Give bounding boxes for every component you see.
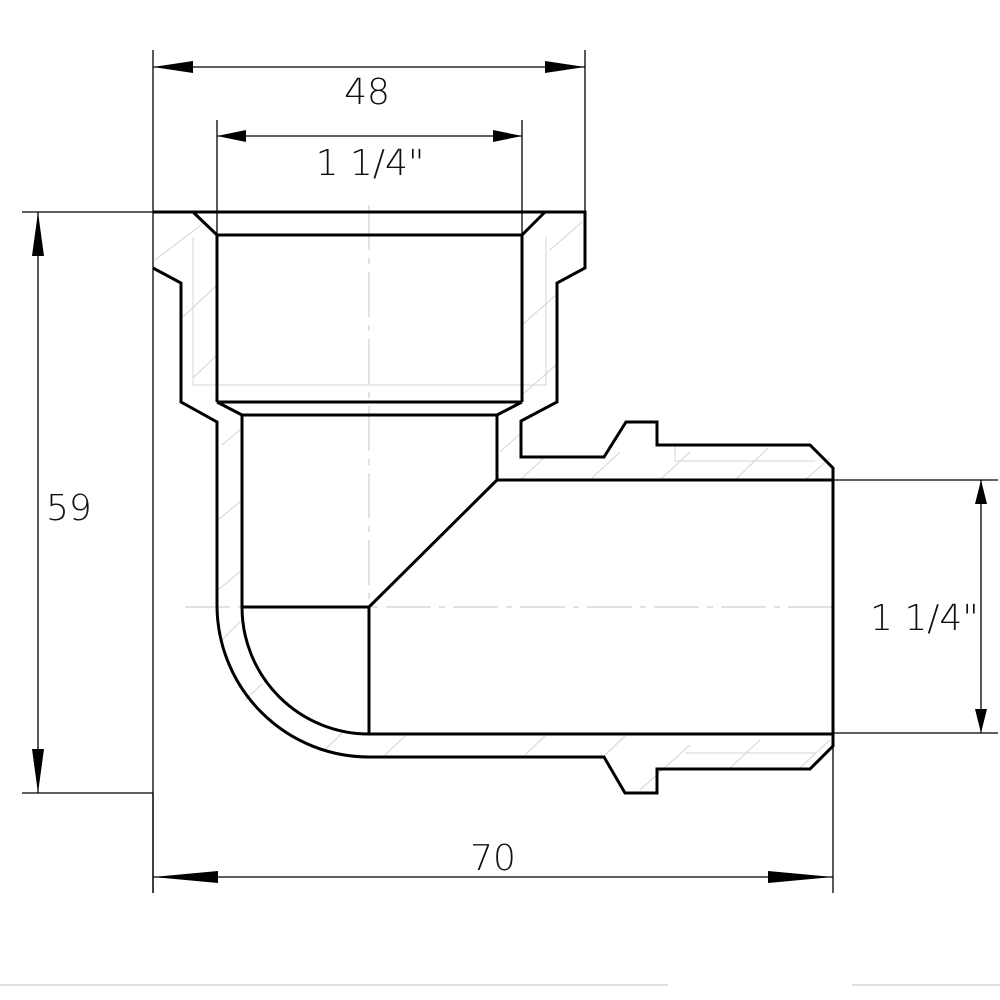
dimension-59: 59 xyxy=(22,211,154,893)
body-outer-outline xyxy=(153,210,835,795)
dimension-70-label: 70 xyxy=(470,838,516,879)
dimension-side-thread-label: 1 1/4" xyxy=(870,598,979,639)
inner-bore xyxy=(240,415,833,736)
dimension-top-thread-label: 1 1/4" xyxy=(316,143,425,184)
dimension-59-label: 59 xyxy=(46,488,92,529)
thread-hidden-lines xyxy=(154,221,831,791)
dimension-48-label: 48 xyxy=(344,72,390,113)
dimension-48: 48 xyxy=(152,50,586,212)
dimension-side-thread: 1 1/4" xyxy=(833,479,998,734)
body-outer-bend xyxy=(152,266,370,759)
dimension-top-thread: 1 1/4" xyxy=(216,120,523,235)
female-socket xyxy=(191,210,547,417)
dimension-70: 70 xyxy=(152,746,834,893)
